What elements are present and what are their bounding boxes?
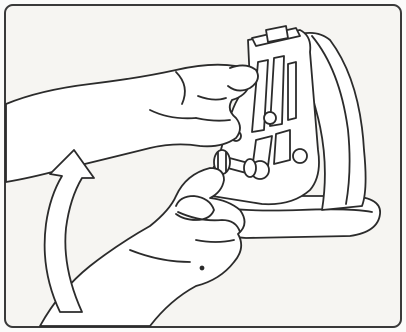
mount-hole-right: [293, 149, 307, 163]
mount-hole-upper: [264, 112, 276, 124]
lower-mark: [201, 267, 204, 270]
screw-collar: [244, 159, 256, 177]
